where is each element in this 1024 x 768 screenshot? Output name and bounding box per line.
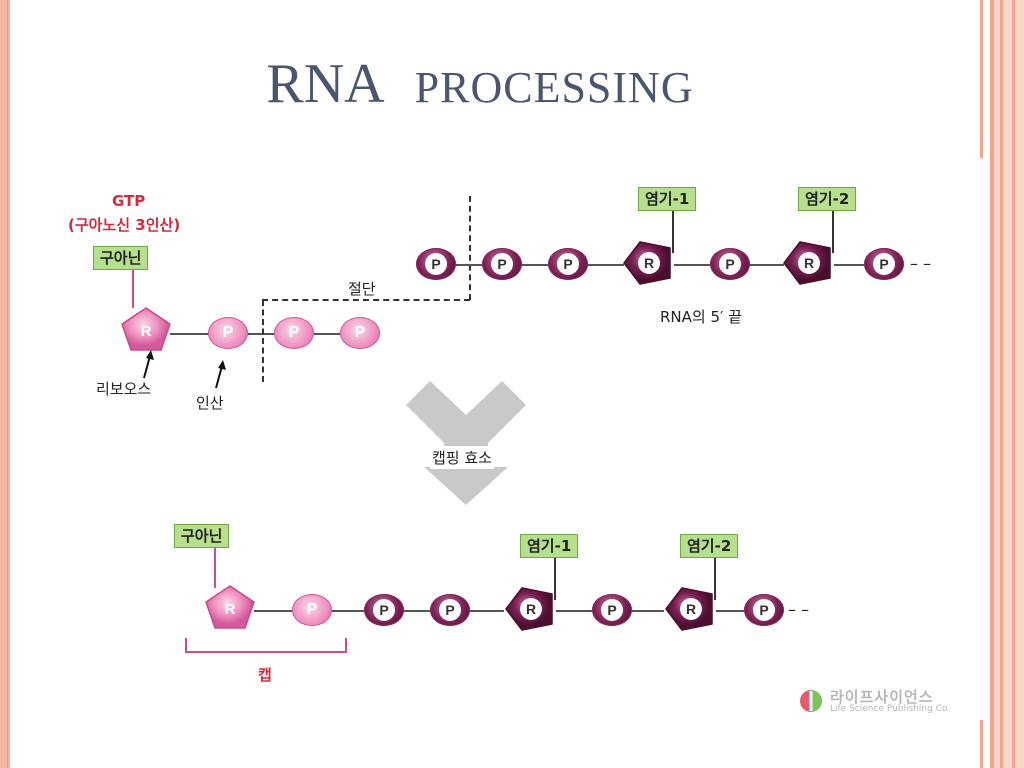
base1-box-top: 염기-1 — [638, 187, 697, 211]
bond-rna-2 — [522, 264, 548, 266]
phosphate-bottom-2: P — [430, 594, 470, 626]
base2-connector-top — [832, 209, 834, 253]
bond-bottom-2 — [332, 610, 364, 612]
right-border-decoration — [990, 0, 1024, 768]
publisher-name: 라이프사이언스 — [830, 688, 934, 706]
rna-5-end-label: RNA의 5′ 끝 — [660, 308, 742, 326]
phosphate-pink-top-1: P — [208, 317, 248, 349]
phosphate-bottom-3: P — [592, 594, 632, 626]
bond-rna-6 — [834, 264, 864, 266]
guanine-box-bottom: 구아닌 — [174, 524, 230, 548]
phosphate-bottom-4: P — [744, 594, 784, 626]
phosphate-arrow-icon — [215, 360, 226, 389]
base1-connector-top — [672, 209, 674, 253]
ribose-pentagon-rna-1: R — [623, 241, 671, 285]
ribose-pentagon-cap: R — [205, 585, 255, 629]
svg-text:R: R — [225, 601, 236, 618]
cut-line-horizontal — [262, 299, 470, 301]
base2-connector-bottom — [714, 556, 716, 600]
phosphate-top-rna-2: P — [482, 248, 522, 280]
bond-rna-1 — [456, 264, 482, 266]
bond-bottom-7 — [716, 610, 744, 612]
bond-top-3 — [314, 333, 340, 335]
left-border-decoration — [0, 0, 10, 768]
guanine-box-top: 구아닌 — [93, 246, 149, 270]
cut-line-vertical-left — [262, 300, 264, 382]
gtp-full-label: (구아노신 3인산) — [68, 216, 181, 234]
ribose-glyph-top: R — [141, 323, 152, 340]
title-main: RNA — [266, 53, 385, 115]
guanine-connector-top — [132, 270, 134, 308]
slide-title: RNA PROCESSING — [0, 52, 960, 116]
svg-text:R: R — [686, 601, 696, 617]
ribose-pentagon-bottom-2: R — [665, 587, 713, 631]
phosphate-label: 인산 — [196, 394, 224, 412]
svg-text:R: R — [526, 601, 536, 617]
bond-top-1 — [170, 333, 210, 335]
ribose-label: 리보오스 — [96, 380, 152, 398]
base2-box-bottom: 염기-2 — [680, 534, 739, 558]
cut-line-vertical-right — [469, 196, 471, 300]
cap-bracket — [185, 638, 347, 653]
base2-box-top: 염기-2 — [798, 187, 857, 211]
publisher-logo-icon — [800, 690, 822, 712]
bond-bottom-6 — [632, 610, 664, 612]
phosphate-top-rna-4: P — [710, 248, 750, 280]
bond-rna-4 — [674, 264, 710, 266]
bond-bottom-3 — [404, 610, 430, 612]
guanine-connector-bottom — [214, 548, 216, 588]
svg-text:R: R — [644, 255, 654, 271]
base1-box-bottom: 염기-1 — [520, 534, 579, 558]
right-border-line-bottom — [980, 720, 983, 768]
phosphate-pink-top-3: P — [340, 317, 380, 349]
bond-bottom-4 — [470, 610, 504, 612]
svg-text:R: R — [804, 255, 814, 271]
bond-bottom-1 — [254, 610, 292, 612]
bond-rna-5 — [750, 264, 784, 266]
base1-connector-bottom — [554, 556, 556, 600]
bond-bottom-5 — [556, 610, 592, 612]
ribose-pentagon-rna-2: R — [783, 241, 831, 285]
title-sub: PROCESSING — [414, 63, 694, 112]
ribose-arrow-icon — [143, 350, 154, 379]
phosphate-top-rna-3: P — [548, 248, 588, 280]
phosphate-top-rna-1: P — [416, 248, 456, 280]
phosphate-bottom-1: P — [364, 594, 404, 626]
capping-arrow-icon — [406, 381, 526, 505]
phosphate-cap: P — [292, 594, 332, 626]
phosphate-top-rna-5: P — [864, 248, 904, 280]
gtp-label: GTP — [112, 192, 146, 210]
publisher-english: Life Science Publishing Co. — [830, 704, 951, 714]
right-border-line-top — [980, 0, 983, 158]
chain-continue-bottom: – – — [788, 600, 810, 619]
ribose-pentagon-bottom-1: R — [505, 587, 553, 631]
chain-continue-top: – – — [910, 254, 932, 273]
phosphate-pink-top-2: P — [274, 317, 314, 349]
capping-enzyme-label: 캡핑 효소 — [430, 446, 494, 469]
bond-rna-3 — [588, 264, 624, 266]
cut-label: 절단 — [348, 280, 376, 298]
bond-top-2 — [248, 333, 274, 335]
ribose-pentagon-top: R — [121, 307, 171, 351]
cap-label: 캡 — [258, 666, 272, 684]
